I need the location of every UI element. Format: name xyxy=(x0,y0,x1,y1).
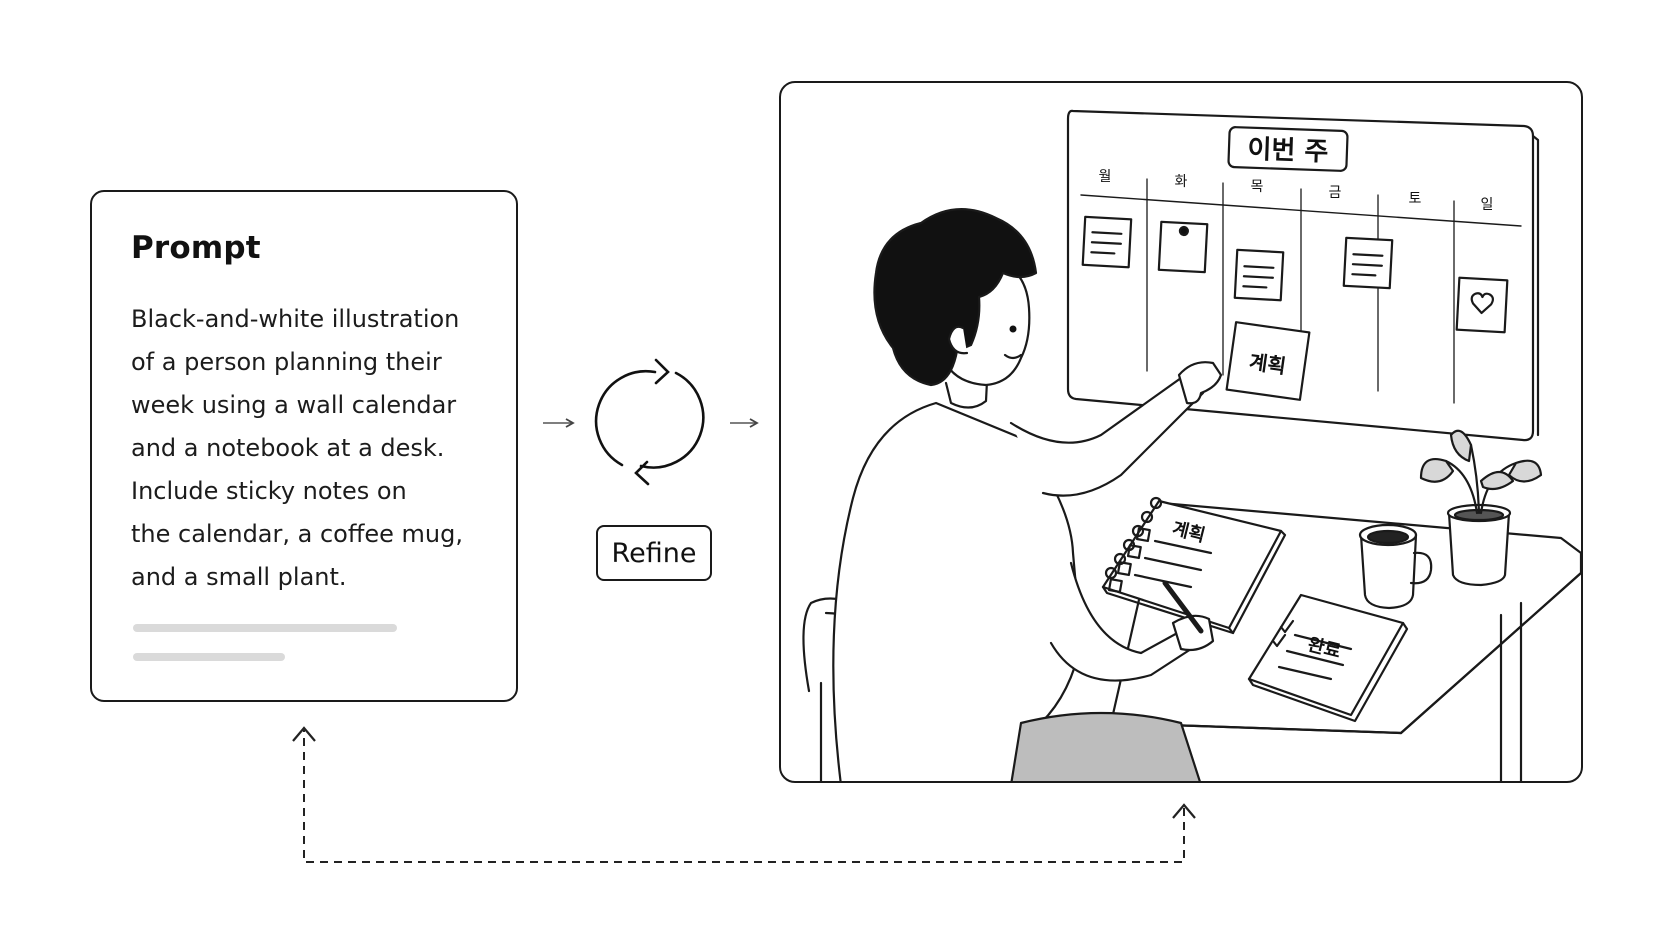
prompt-line: the calendar, a coffee mug, xyxy=(131,520,463,548)
held-sticky-note xyxy=(1225,321,1311,401)
calendar-title: 이번 주 xyxy=(1247,135,1329,168)
day-label: 토 xyxy=(1409,191,1422,207)
sticky-note xyxy=(1233,248,1285,302)
placeholder-bar xyxy=(133,624,397,632)
potted-plant xyxy=(1419,429,1543,587)
sticky-note-heart xyxy=(1455,276,1509,334)
prompt-line: Include sticky notes on xyxy=(131,477,407,505)
prompt-card: Prompt Black-and-white illustration of a… xyxy=(90,190,518,702)
day-label: 금 xyxy=(1329,185,1342,201)
cycle-arrows-icon xyxy=(594,358,705,486)
prompt-line: and a small plant. xyxy=(131,563,347,591)
prompt-line: and a notebook at a desk. xyxy=(131,434,445,462)
calendar-title-box xyxy=(1227,126,1349,172)
feedback-arrowhead-right xyxy=(1172,803,1196,819)
generated-illustration: 이번 주 월 화 목 금 토 일 계획 계획 완료 xyxy=(779,81,1583,783)
sticky-note xyxy=(1342,236,1394,290)
done-notebook xyxy=(1247,593,1409,723)
pen xyxy=(1162,580,1204,634)
day-label: 화 xyxy=(1175,174,1188,190)
sticky-note xyxy=(1157,220,1209,274)
day-label: 목 xyxy=(1251,179,1264,195)
held-note-text: 계획 xyxy=(1248,350,1288,379)
prompt-line: Black-and-white illustration xyxy=(131,305,460,333)
coffee-mug xyxy=(1358,523,1433,610)
feedback-loop-line xyxy=(303,730,1185,863)
person-hair xyxy=(873,208,1038,387)
prompt-title: Prompt xyxy=(131,230,261,266)
illustration-svg: 이번 주 월 화 목 금 토 일 계획 계획 완료 xyxy=(802,109,1581,781)
refine-button[interactable]: Refine xyxy=(596,525,712,581)
feedback-arrowhead-left xyxy=(292,726,316,742)
prompt-text: Black-and-white illustration of a person… xyxy=(131,298,463,599)
hand-on-note xyxy=(1177,361,1223,405)
prompt-line: of a person planning their xyxy=(131,348,442,376)
day-label: 월 xyxy=(1099,169,1112,185)
prompt-line: week using a wall calendar xyxy=(131,391,457,419)
placeholder-bar xyxy=(133,653,285,661)
day-label: 일 xyxy=(1481,197,1494,213)
sticky-note xyxy=(1081,215,1133,269)
planning-notebook xyxy=(1101,496,1287,635)
